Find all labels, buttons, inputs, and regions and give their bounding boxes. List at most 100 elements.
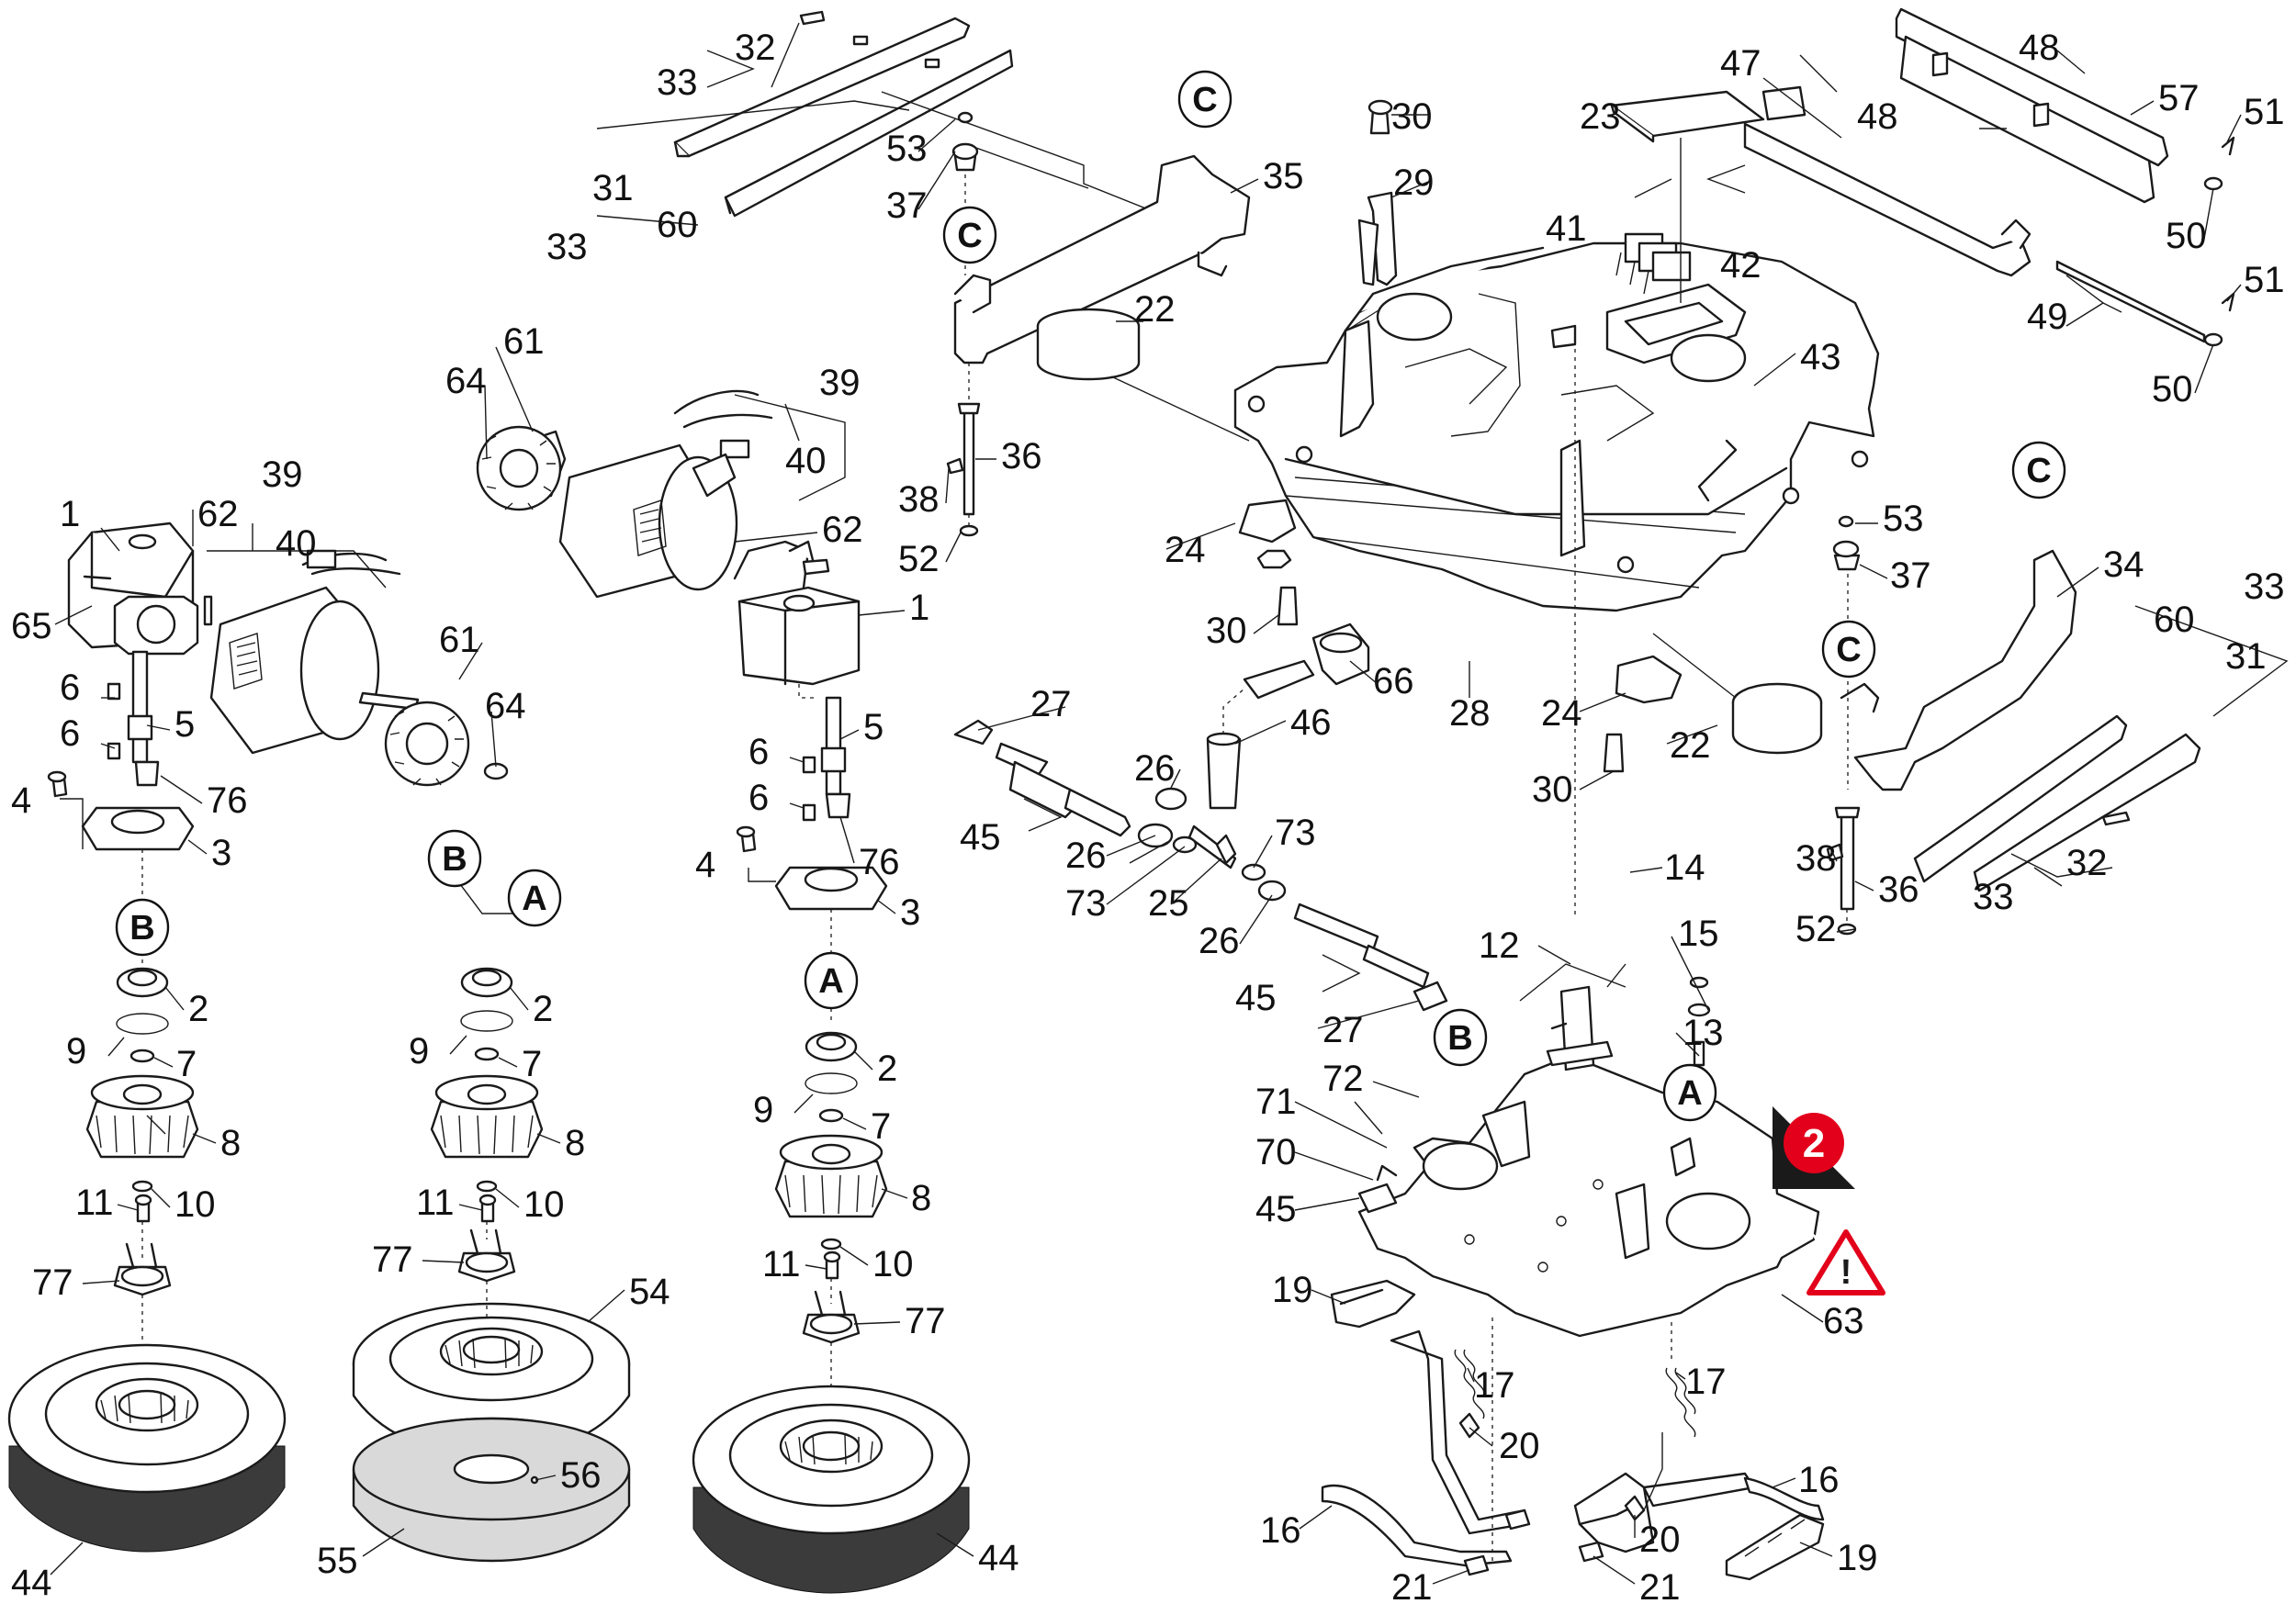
part-label: 54 <box>629 1272 670 1312</box>
part-label: 71 <box>1255 1082 1297 1122</box>
part-label: 44 <box>11 1563 52 1603</box>
svg-text:B: B <box>129 909 154 948</box>
label-leaders <box>50 50 2242 1585</box>
hose-assembly <box>953 622 1448 1012</box>
part-label: 72 <box>1322 1059 1364 1099</box>
part-label: 60 <box>657 205 698 245</box>
part-label: 31 <box>592 168 634 208</box>
part-label: 19 <box>1272 1270 1313 1310</box>
part-label: 30 <box>1206 611 1247 651</box>
part-label: 57 <box>2158 78 2200 118</box>
part-label: 2 <box>533 989 553 1029</box>
warning-triangle-icon: ! <box>1806 1229 1885 1295</box>
springs-and-rods <box>1321 1279 1825 1581</box>
part-label: 11 <box>762 1244 801 1284</box>
part-label: 36 <box>1001 436 1042 477</box>
svg-text:C: C <box>2026 452 2051 490</box>
page-reference-marker: 2 <box>1773 1106 1855 1189</box>
part-label: 76 <box>859 842 900 882</box>
part-label: 47 <box>1720 43 1761 84</box>
part-label: 5 <box>174 704 195 745</box>
part-label: 11 <box>75 1183 114 1223</box>
part-label: 46 <box>1290 702 1332 743</box>
part-label: 11 <box>416 1183 455 1223</box>
part-label: 6 <box>748 778 769 818</box>
part-label: 10 <box>174 1184 216 1225</box>
part-label: 21 <box>1391 1567 1433 1608</box>
bracket-35-assembly <box>946 111 1251 537</box>
part-label: 48 <box>1857 96 1898 137</box>
part-label: 44 <box>978 1538 1019 1578</box>
part-label: 62 <box>822 510 863 550</box>
part-label: 15 <box>1678 914 1719 954</box>
part-label: 45 <box>1235 978 1277 1018</box>
part-label: 52 <box>898 539 940 579</box>
part-label: 60 <box>2154 600 2195 640</box>
part-label: 34 <box>2103 544 2144 585</box>
part-label: 45 <box>960 817 1001 858</box>
part-label: 32 <box>2066 843 2108 883</box>
part-label: 32 <box>735 28 776 68</box>
badge-A: A <box>804 951 859 1010</box>
top-right-rail-assembly <box>1743 7 2235 347</box>
part-label: 31 <box>2225 636 2267 677</box>
top-rail-assembly <box>596 10 1176 226</box>
part-label: 43 <box>1800 337 1841 377</box>
part-label: 1 <box>909 588 929 628</box>
part-label: 29 <box>1393 163 1435 203</box>
part-label: 30 <box>1532 769 1573 810</box>
part-label: 2 <box>877 1049 897 1089</box>
svg-text:C: C <box>1192 81 1217 119</box>
part-label: 8 <box>220 1123 241 1163</box>
part-label: 8 <box>911 1178 931 1218</box>
part-label: 2 <box>188 989 208 1029</box>
part-label: 52 <box>1795 909 1837 949</box>
part-label: 24 <box>1541 693 1582 734</box>
part-label: 40 <box>785 441 827 481</box>
part-label: 41 <box>1546 208 1587 249</box>
svg-text:A: A <box>522 880 546 918</box>
part-label: 9 <box>753 1090 773 1130</box>
part-label: 77 <box>905 1301 946 1341</box>
part-label: 77 <box>32 1262 73 1303</box>
part-label: 22 <box>1670 725 1711 766</box>
part-label: 8 <box>565 1123 585 1163</box>
part-label: 66 <box>1373 661 1414 701</box>
badge-A: A <box>507 869 562 927</box>
part-label: 70 <box>1255 1132 1297 1172</box>
part-label: 25 <box>1148 883 1189 924</box>
part-label: 20 <box>1639 1520 1681 1560</box>
svg-text:B: B <box>1447 1019 1472 1058</box>
page-ref-number: 2 <box>1803 1121 1825 1166</box>
part-label: 19 <box>1837 1538 1878 1578</box>
part-label: 76 <box>207 780 248 821</box>
part-label: 16 <box>1798 1460 1840 1500</box>
part-label: 33 <box>2244 566 2285 607</box>
middle-pad-stack <box>352 876 631 1563</box>
badge-C: C <box>2011 441 2066 499</box>
part-label: 17 <box>1474 1365 1515 1406</box>
part-label: 16 <box>1260 1510 1301 1551</box>
part-label: 51 <box>2244 260 2285 300</box>
part-label: 63 <box>1823 1301 1864 1341</box>
part-label: 6 <box>748 732 769 772</box>
part-label: 6 <box>60 667 80 708</box>
svg-text:C: C <box>957 217 982 255</box>
warning-glyph: ! <box>1840 1253 1852 1292</box>
right-drive-stack <box>476 389 971 1594</box>
part-label: 21 <box>1639 1567 1681 1608</box>
part-label: 7 <box>871 1106 891 1147</box>
part-label: 3 <box>900 892 920 933</box>
part-label: 22 <box>1134 289 1176 330</box>
svg-text:C: C <box>1836 631 1861 669</box>
part-label: 73 <box>1065 883 1107 924</box>
part-label: 64 <box>485 686 526 726</box>
svg-text:A: A <box>818 962 843 1001</box>
part-label: 37 <box>1890 555 1931 596</box>
left-drive-stack <box>7 510 509 1553</box>
badge-A: A <box>1662 1063 1717 1122</box>
part-label: 6 <box>60 713 80 754</box>
part-label: 53 <box>1883 499 1924 539</box>
tank-assembly <box>973 90 1880 918</box>
part-label: 33 <box>1973 877 2014 917</box>
